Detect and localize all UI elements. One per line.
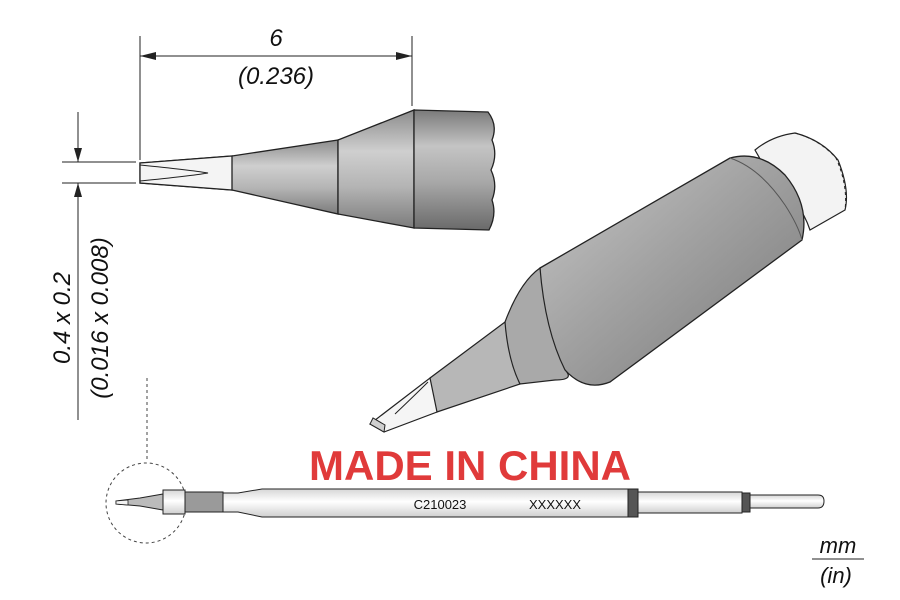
made-in-china-banner: MADE IN CHINA xyxy=(309,442,631,489)
length-dimension: 6 (0.236) xyxy=(139,25,413,160)
part-code-label: C210023 xyxy=(414,497,467,512)
unit-mm-label: mm xyxy=(820,533,857,558)
tip-mid-section xyxy=(337,109,415,229)
length-mm-label: 6 xyxy=(269,25,283,52)
tool-black-ring xyxy=(627,488,639,518)
tool-dark-band xyxy=(184,491,224,513)
tool-rear-ring xyxy=(741,492,751,513)
unit-in-label: (in) xyxy=(820,563,852,588)
tool-rear-sleeve xyxy=(637,491,743,514)
tip-thickness-dimension: 0.4 x 0.2 (0.016 x 0.008) xyxy=(49,112,136,420)
perspective-cone xyxy=(429,320,521,413)
full-tool-view: C210023 XXXXXX xyxy=(105,378,825,544)
serial-label: XXXXXX xyxy=(529,497,581,512)
tip-mm-label: 0.4 x 0.2 xyxy=(49,272,76,364)
tip-side-view xyxy=(139,109,496,231)
units-legend: mm (in) xyxy=(812,533,864,588)
tip-perspective-view xyxy=(368,132,848,433)
tool-tip-collar xyxy=(162,489,186,515)
tip-chisel-end xyxy=(139,155,233,191)
length-in-label: (0.236) xyxy=(238,63,314,90)
tip-barrel xyxy=(413,109,496,231)
tool-rear-pin xyxy=(749,494,825,509)
tip-in-label: (0.016 x 0.008) xyxy=(87,237,114,398)
perspective-barrel xyxy=(539,155,805,386)
